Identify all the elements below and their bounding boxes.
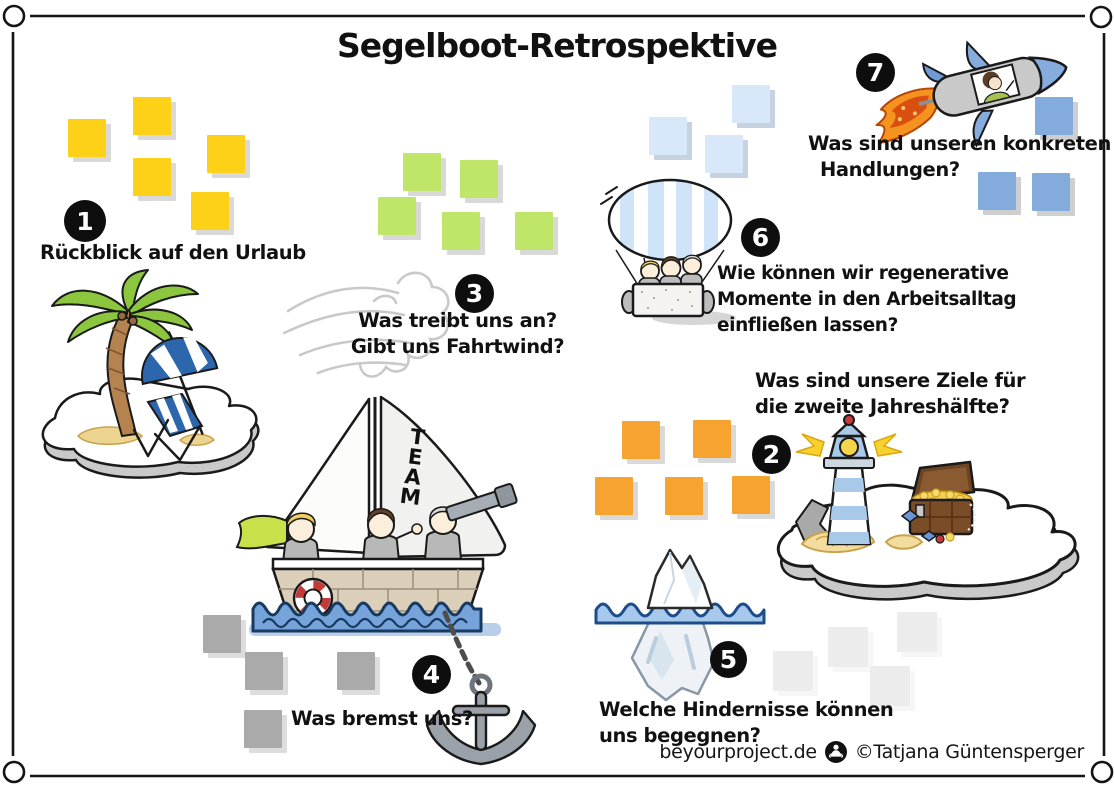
light-flash [873, 433, 903, 457]
step-6-badge: 6 [741, 218, 780, 257]
frame-corner [1089, 5, 1113, 29]
sticky-note-pale[interactable] [870, 666, 910, 706]
palm-island-icon [41, 269, 260, 479]
step-1-badge: 1 [64, 200, 106, 242]
meditation-icon [824, 741, 847, 763]
deck-chair-icon [132, 392, 204, 462]
sticky-note-orange[interactable] [693, 420, 731, 458]
sticky-note-green[interactable] [442, 212, 480, 250]
sticky-note-lightblue[interactable] [705, 135, 743, 173]
section-5-label: Welche Hindernisse können uns begegnen? [599, 698, 894, 747]
sticky-note-orange[interactable] [732, 476, 770, 514]
iceberg-icon [594, 548, 766, 702]
sticky-note-gray[interactable] [337, 652, 375, 690]
sticky-note-gray[interactable] [245, 652, 283, 690]
sticky-note-orange[interactable] [595, 477, 633, 515]
sticky-note-gray[interactable] [244, 710, 282, 748]
sticky-note-yellow[interactable] [207, 135, 245, 173]
lighthouse-island-icon [776, 414, 1080, 601]
lifebuoy-icon [292, 577, 334, 619]
step-7-badge: 7 [856, 53, 895, 92]
rocket-icon [875, 40, 1068, 149]
sticky-note-green[interactable] [403, 153, 441, 191]
sticky-note-green[interactable] [515, 212, 553, 250]
sailboat-icon [235, 395, 537, 766]
section-3-label: Was treibt uns an? Gibt uns Fahrtwind? [350, 309, 565, 358]
footer-author: ©Tatjana Güntensperger [854, 741, 1085, 763]
anchor-icon [425, 673, 537, 766]
section-7-label: Was sind unseren konkreten Handlungen? [808, 132, 1111, 181]
sticky-note-yellow[interactable] [68, 119, 106, 157]
section-4-label: Was bremst uns? [291, 707, 473, 730]
palm-tree-icon [51, 269, 199, 438]
step-3-badge: 3 [455, 274, 494, 313]
footer-credit: beyourproject.de ©Tatjana Güntensperger [659, 740, 1084, 764]
sticky-note-green[interactable] [378, 197, 416, 235]
sticky-note-blue[interactable] [978, 172, 1016, 210]
sticky-note-orange[interactable] [665, 477, 703, 515]
sticky-note-blue[interactable] [1032, 173, 1070, 211]
sticky-note-yellow[interactable] [133, 97, 171, 135]
section-1-label: Rückblick auf den Urlaub [40, 241, 306, 264]
footer-site: beyourproject.de [659, 741, 817, 763]
frame-corner [2, 760, 26, 784]
flag-icon [235, 515, 288, 550]
telescope-icon [445, 483, 518, 522]
crew [281, 483, 518, 564]
frame-corner [2, 4, 26, 28]
sticky-note-lightblue[interactable] [732, 85, 770, 123]
main-sail [379, 395, 507, 559]
sticky-note-gray[interactable] [203, 615, 241, 653]
step-2-badge: 2 [752, 435, 791, 474]
rocks [795, 499, 833, 541]
treasure-chest-icon [900, 460, 976, 544]
lighthouse-icon [795, 414, 903, 546]
light-flash [795, 433, 825, 457]
wind-gust-icon [282, 271, 450, 378]
rocket-pilot [982, 71, 1015, 105]
sticky-note-lightblue[interactable] [649, 117, 687, 155]
hot-air-balloon-icon [600, 178, 736, 325]
section-2-label: Was sind unsere Ziele für die zweite Jah… [755, 369, 1026, 418]
step-4-badge: 4 [412, 655, 451, 694]
frame-corner [1090, 760, 1114, 784]
beach-umbrella-icon [141, 330, 219, 436]
sticky-note-yellow[interactable] [133, 158, 171, 196]
step-5-badge: 5 [710, 641, 747, 678]
sticky-note-pale[interactable] [897, 612, 937, 652]
sticky-note-pale[interactable] [828, 627, 868, 667]
sticky-note-blue[interactable] [1035, 97, 1073, 135]
sticky-note-orange[interactable] [622, 421, 660, 459]
page-title: Segelboot-Retrospektive [337, 26, 778, 65]
sticky-note-yellow[interactable] [191, 192, 229, 230]
sticky-note-green[interactable] [460, 160, 498, 198]
sticky-note-pale[interactable] [773, 651, 813, 691]
section-6-label: Wie können wir regenerative Momente in d… [717, 263, 1017, 336]
